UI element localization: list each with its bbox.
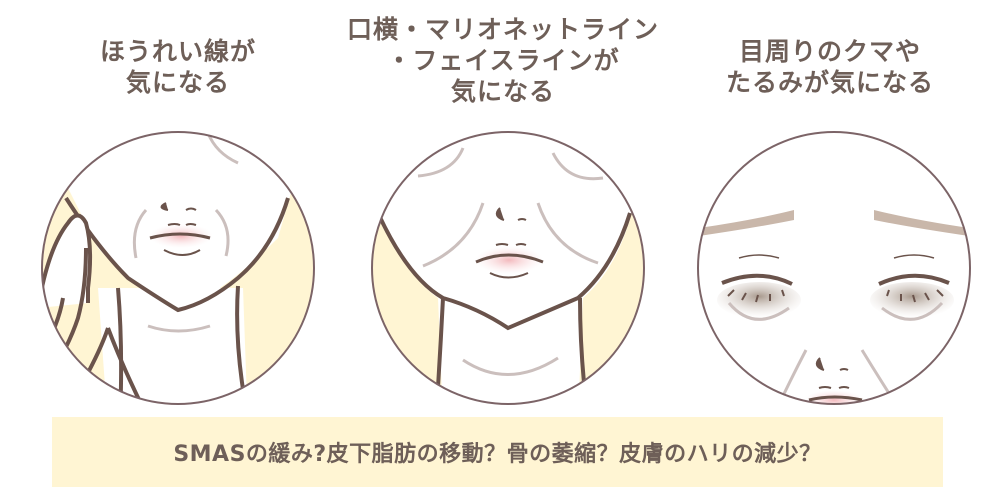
panel-3-title-line-1: 目周りのクマや bbox=[738, 37, 921, 66]
illustration-eye-bags bbox=[697, 131, 971, 405]
illustration-nasolabial-folds bbox=[41, 131, 315, 405]
causes-banner: SMASの緩み?皮下脂肪の移動？骨の萎縮？皮膚のハリの減少？ bbox=[52, 417, 943, 487]
panel-1-title-line-2: 気になる bbox=[125, 68, 230, 97]
panel-2-title-line-1: 口横・マリオネットライン bbox=[346, 15, 659, 44]
panel-2-title-line-2: ・フェイスラインが bbox=[386, 46, 620, 75]
illustration-marionette-lines bbox=[371, 131, 645, 405]
panel-2-title: 口横・マリオネットライン ・フェイスラインが 気になる bbox=[318, 14, 688, 107]
panel-1-title-line-1: ほうれい線が bbox=[99, 37, 256, 66]
causes-banner-text: SMASの緩み?皮下脂肪の移動？骨の萎縮？皮膚のハリの減少？ bbox=[173, 442, 822, 467]
panel-1-title: ほうれい線が 気になる bbox=[68, 36, 288, 98]
panel-3-title-line-2: たるみが気になる bbox=[725, 68, 934, 97]
panel-2-title-line-3: 気になる bbox=[450, 77, 555, 106]
panel-3-title: 目周りのクマや たるみが気になる bbox=[700, 36, 960, 98]
